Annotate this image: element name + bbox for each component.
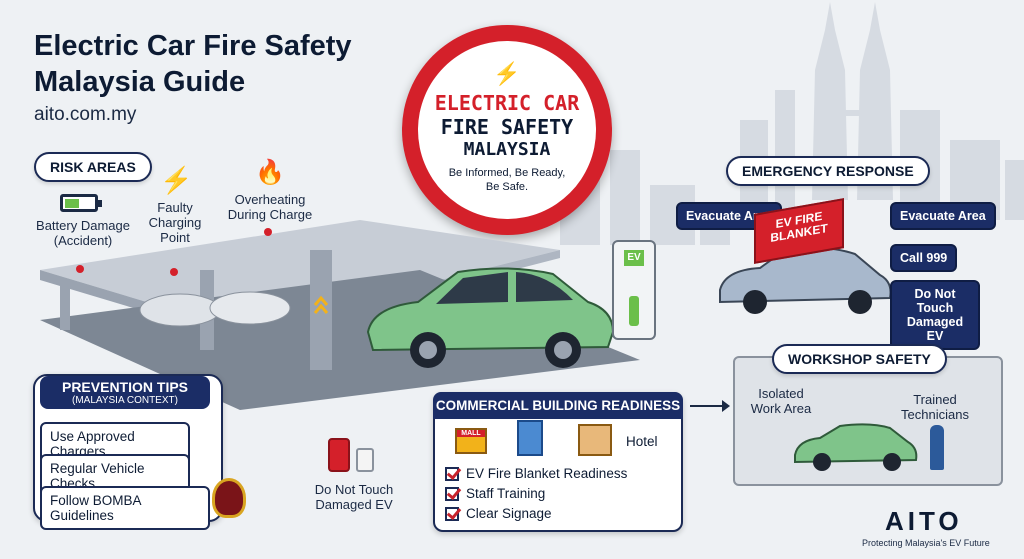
do-not-touch-center-label: Do Not Touch Damaged EV [314, 482, 394, 512]
risk-charging-label: Faulty Charging Point [148, 200, 202, 245]
green-electric-car [366, 267, 615, 368]
isolated-work-area-label: Isolated Work Area [750, 386, 812, 416]
ev-charger-station: EV [612, 240, 656, 340]
sign-tagline: Be Informed, Be Ready, Be Safe. [448, 167, 566, 193]
risk-areas-heading: RISK AREAS [34, 152, 152, 182]
battery-icon [60, 194, 102, 212]
trained-technicians-label: Trained Technicians [901, 392, 969, 422]
risk-pin-marker [264, 228, 272, 236]
check-clear-signage: Clear Signage [445, 506, 627, 521]
charger-screen: EV [624, 250, 644, 266]
check-label: Clear Signage [466, 506, 552, 521]
fire-safety-sign: ⚡ ELECTRIC CAR FIRE SAFETY MALAYSIA Be I… [402, 25, 612, 235]
fire-icon: 🔥 [255, 159, 285, 186]
page-title: Electric Car Fire Safety Malaysia Guide [34, 30, 352, 98]
commercial-checklist: EV Fire Blanket Readiness Staff Training… [445, 466, 627, 526]
check-staff-training: Staff Training [445, 486, 627, 501]
check-label: EV Fire Blanket Readiness [466, 466, 628, 481]
checkbox-icon [445, 506, 459, 521]
checkbox-icon [445, 466, 459, 481]
emergency-response-heading: EMERGENCY RESPONSE [726, 156, 930, 186]
sign-line-3: MALAYSIA [463, 139, 551, 160]
do-not-touch-emergency: Do Not Touch Damaged EV [890, 280, 980, 350]
risk-battery-label: Battery Damage (Accident) [36, 218, 130, 248]
risk-pin-marker [76, 265, 84, 273]
call-999-label: Call 999 [890, 244, 958, 272]
checkbox-icon [445, 486, 459, 501]
prevention-subheading: (MALAYSIA CONTEXT) [72, 395, 178, 406]
aito-tagline: Protecting Malaysia's EV Future [862, 538, 990, 548]
connector-arrow [690, 405, 726, 407]
mall-building-icon: MALL [455, 428, 487, 454]
risk-overheating-label: Overheating During Charge [227, 192, 313, 222]
bomba-badge-icon [212, 478, 246, 518]
check-fire-blanket: EV Fire Blanket Readiness [445, 466, 627, 481]
lightning-icon: ⚡ [493, 61, 521, 86]
hotel-building-icon [578, 424, 612, 456]
hotel-label: Hotel [626, 434, 658, 449]
fire-extinguisher-icon [328, 438, 350, 472]
tip-bomba-guidelines: Follow BOMBA Guidelines [40, 486, 210, 530]
workshop-safety-heading: WORKSHOP SAFETY [772, 344, 947, 374]
prevention-heading-box: PREVENTION TIPS (MALAYSIA CONTEXT) [40, 376, 210, 409]
aito-logo: AITO [885, 506, 963, 536]
website-url[interactable]: aito.com.my [34, 104, 137, 125]
sign-line-2: FIRE SAFETY [440, 115, 574, 139]
commercial-heading: COMMERCIAL BUILDING READINESS [433, 392, 683, 419]
evacuate-area-right: Evacuate Area [890, 202, 996, 230]
workshop-green-car [794, 423, 918, 471]
sign-line-1: ELECTRIC CAR [434, 91, 580, 115]
technician-figure [930, 425, 944, 470]
risk-pin-marker [170, 268, 178, 276]
fire-blanket-box-icon [356, 448, 374, 472]
mall-sign: MALL [457, 430, 485, 437]
fire-blanket-label: EV FIRE BLANKET [770, 208, 828, 246]
prevention-heading: PREVENTION TIPS [61, 379, 189, 395]
connector-arrowhead [722, 400, 730, 412]
lightning-risk-icon: ⚡ [160, 165, 193, 195]
office-building-icon [517, 420, 543, 456]
check-label: Staff Training [466, 486, 546, 501]
